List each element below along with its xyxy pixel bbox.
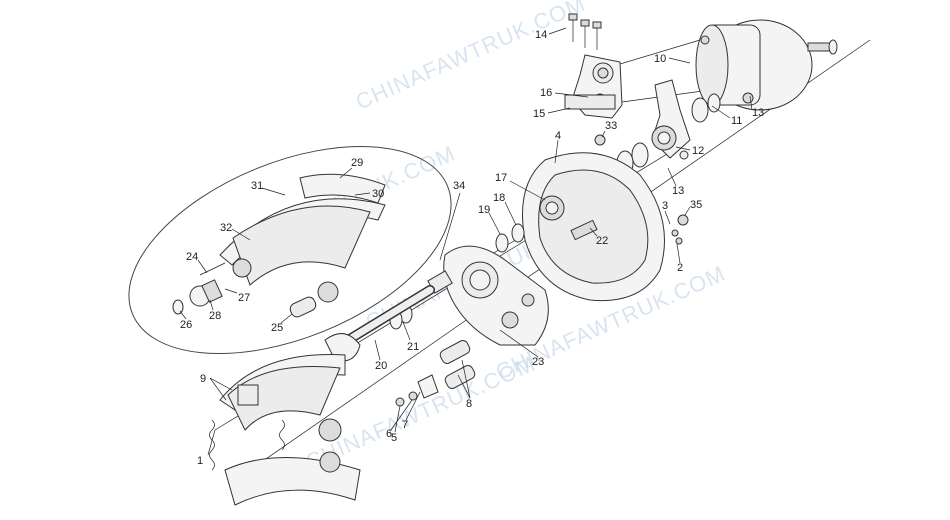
part-label-7: 7 [402,419,408,431]
part-label-33: 33 [605,120,617,132]
part-label-16: 16 [540,87,552,99]
brake-spider [443,245,549,346]
part-label-6: 6 [386,428,392,440]
part-label-21: 21 [407,341,419,353]
part-label-18: 18 [493,192,505,204]
part-label-3: 3 [662,200,668,212]
small-parts-5-7 [395,374,439,407]
bolts-14 [568,13,602,50]
watermark-1: CHINAFAWTRUK.COM [352,0,589,115]
part-label-9: 9 [200,373,206,385]
part-label-28: 28 [209,310,221,322]
part-label-12: 12 [692,145,704,157]
part-label-4: 4 [555,130,561,142]
slack-adjuster [651,79,691,160]
brake-chamber [695,19,838,111]
chamber-bracket [564,54,623,119]
misc-bolts [594,134,689,245]
part-label-17: 17 [495,172,507,184]
part-label-14: 14 [535,29,547,41]
part-label-25: 25 [271,322,283,334]
part-label-35: 35 [690,199,702,211]
part-label-31: 31 [251,180,263,192]
part-label-24: 24 [186,251,198,263]
part-label-8: 8 [466,398,472,410]
part-label-20: 20 [375,360,387,372]
roller-parts [172,262,317,318]
part-label-19: 19 [478,204,490,216]
part-label-10: 10 [654,53,666,65]
dust-shield [522,152,665,302]
part-label-34: 34 [453,180,465,192]
leader-lines [179,27,753,456]
part-label-11: 11 [731,115,742,127]
lower-brake-shoe-assembly [209,354,361,506]
anchor-pins [439,340,476,389]
shoe-subassembly-outline [128,145,452,355]
part-label-23: 23 [532,356,544,368]
upper-brake-shoe [219,173,386,303]
part-labels: 14 16 15 10 13 11 12 13 33 4 17 18 19 22… [180,29,764,467]
part-label-13-chamber: 13 [752,107,764,119]
part-label-2: 2 [677,262,683,274]
part-label-22: 22 [596,235,608,247]
part-label-32: 32 [220,222,232,234]
part-label-15: 15 [533,108,545,120]
part-label-5: 5 [391,432,397,444]
part-label-29: 29 [351,157,363,169]
part-label-26: 26 [180,319,192,331]
part-label-30: 30 [372,188,384,200]
part-label-1: 1 [197,455,203,467]
part-label-27: 27 [238,292,250,304]
part-label-13-adjuster: 13 [672,185,684,197]
